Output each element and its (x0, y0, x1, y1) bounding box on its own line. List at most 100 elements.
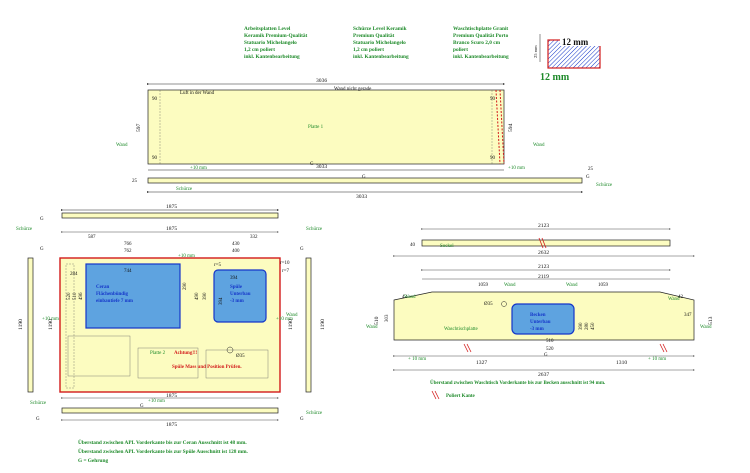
cut-ceran (85, 263, 181, 329)
svg-text:Schürze: Schürze (176, 187, 193, 192)
svg-text:90: 90 (152, 156, 158, 161)
svg-text:+10 mm: +10 mm (42, 317, 59, 322)
svg-text:Wand: Wand (668, 297, 680, 302)
svg-text:inkl. Kantenbearbeitung: inkl. Kantenbearbeitung (244, 54, 300, 60)
svg-text:1875: 1875 (166, 204, 177, 210)
slab-splash-2-right (305, 257, 312, 393)
svg-text:1190: 1190 (18, 319, 24, 330)
svg-text:+ 10 mm: + 10 mm (408, 357, 426, 362)
svg-text:520: 520 (67, 292, 72, 300)
svg-text:Schürze: Schürze (30, 401, 47, 406)
svg-text:90: 90 (490, 97, 496, 102)
svg-text:Wand: Wand (700, 325, 712, 330)
svg-text:513: 513 (708, 316, 714, 325)
slab-splash-top (147, 177, 583, 184)
svg-text:Statuario Michelangelo: Statuario Michelangelo (353, 40, 406, 46)
svg-text:Platte 1: Platte 1 (308, 125, 324, 130)
svg-text:766: 766 (124, 242, 132, 247)
svg-text:1327: 1327 (476, 360, 487, 366)
svg-text:G: G (310, 162, 314, 167)
svg-text:520: 520 (546, 347, 554, 352)
svg-text:2123: 2123 (538, 223, 549, 229)
svg-text:Poliert Kante: Poliert Kante (446, 394, 476, 399)
svg-text:25: 25 (132, 179, 138, 184)
drawing-worktop-2: 1875 G Schürze Schürze 1875 587 766 762 … (16, 204, 326, 428)
svg-text:Arbeitsplatten Level: Arbeitsplatten Level (244, 26, 291, 32)
svg-text:1190: 1190 (320, 319, 326, 330)
svg-text:280: 280 (585, 322, 590, 330)
cut-basin (511, 303, 575, 335)
note-splash: Schürze Level Keramik Premium Qualität S… (353, 26, 409, 60)
svg-text:+10 mm: +10 mm (190, 166, 207, 171)
svg-text:12 mm: 12 mm (562, 37, 589, 47)
svg-text:490: 490 (195, 292, 200, 300)
svg-text:G: G (36, 417, 40, 422)
svg-text:-3 mm: -3 mm (530, 327, 545, 332)
svg-text:Branco Scuro 2,0 cm: Branco Scuro 2,0 cm (453, 40, 501, 46)
svg-text:25: 25 (588, 167, 594, 172)
svg-text:25 mm: 25 mm (533, 45, 538, 58)
svg-text:Luft in der Wand: Luft in der Wand (180, 91, 215, 96)
svg-text:G: G (300, 247, 304, 252)
note-worktop: Arbeitsplatten Level Keramik Premium-Qua… (244, 26, 308, 60)
svg-text:1,2 cm poliert: 1,2 cm poliert (244, 47, 275, 53)
svg-text:Statuario Michelangelo: Statuario Michelangelo (244, 40, 297, 46)
svg-text:Spüle Mass und Position Prüfen: Spüle Mass und Position Prüfen. (172, 365, 242, 370)
svg-text:Premium Qualität: Premium Qualität (353, 33, 394, 39)
svg-text:+10 mm: +10 mm (508, 166, 525, 171)
svg-text:G: G (140, 404, 144, 409)
svg-text:394: 394 (230, 276, 238, 281)
svg-text:744: 744 (124, 269, 132, 274)
svg-text:Waschtischplatte Granit: Waschtischplatte Granit (453, 26, 508, 32)
svg-text:Flächenbündig: Flächenbündig (96, 292, 128, 297)
svg-text:Achtung!!!: Achtung!!! (174, 351, 198, 356)
slab-platte-1 (147, 89, 505, 165)
svg-text:430: 430 (232, 242, 240, 247)
note-vanity: Waschtischplatte Granit Premium Qualität… (453, 26, 509, 60)
svg-text:Wand: Wand (116, 143, 128, 148)
svg-text:Wand nicht gerade: Wand nicht gerade (334, 87, 372, 92)
svg-text:Schürze Level Keramik: Schürze Level Keramik (353, 26, 407, 32)
svg-text:G: G (586, 175, 590, 180)
svg-text:510: 510 (546, 339, 554, 344)
svg-text:Schürze: Schürze (306, 411, 323, 416)
svg-text:284: 284 (70, 272, 78, 277)
svg-text:+10 mm: +10 mm (178, 254, 195, 259)
svg-text:510: 510 (73, 292, 78, 300)
svg-text:332: 332 (250, 235, 258, 240)
svg-text:Unterbau: Unterbau (530, 320, 551, 325)
svg-text:Überstand zwischen Waschtisch: Überstand zwischen Waschtisch Vorderkant… (430, 380, 606, 386)
svg-text:303: 303 (385, 314, 390, 322)
svg-text:1875: 1875 (166, 393, 177, 399)
svg-text:Schürze: Schürze (306, 227, 323, 232)
svg-text:Unterbau: Unterbau (230, 292, 251, 297)
svg-text:1059: 1059 (478, 283, 489, 288)
svg-text:3036: 3036 (316, 78, 327, 84)
svg-text:347: 347 (684, 313, 692, 318)
svg-text:Ø35: Ø35 (236, 354, 245, 359)
slab-splash-2-left (27, 257, 34, 393)
svg-text:G = Gehrung: G = Gehrung (78, 458, 108, 464)
svg-text:Überstand zwischen APL Vorderk: Überstand zwischen APL Vorderkante bis z… (78, 439, 247, 446)
svg-text:inkl. Kantenbearbeitung: inkl. Kantenbearbeitung (353, 54, 409, 60)
svg-text:+ 10 mm: + 10 mm (648, 357, 666, 362)
svg-text:90: 90 (152, 97, 158, 102)
svg-text:40: 40 (410, 243, 416, 248)
svg-text:510: 510 (374, 316, 380, 325)
svg-text:G: G (544, 353, 548, 358)
slab-splash-2b (61, 407, 279, 414)
svg-text:450: 450 (591, 322, 596, 330)
svg-text:G: G (40, 217, 44, 222)
svg-text:Schürze: Schürze (596, 183, 613, 188)
svg-text:r=7: r=7 (282, 269, 289, 274)
svg-text:3033: 3033 (356, 194, 367, 200)
svg-text:inkl. Kantenbearbeitung: inkl. Kantenbearbeitung (453, 54, 509, 60)
svg-text:12 mm: 12 mm (540, 72, 570, 83)
footer-notes: Überstand zwischen APL Vorderkante bis z… (78, 439, 249, 464)
svg-text:Überstand zwischen APL Vorderk: Überstand zwischen APL Vorderkante bis z… (78, 448, 249, 455)
slab-sockel (421, 239, 671, 247)
svg-text:1,2 cm poliert: 1,2 cm poliert (353, 47, 384, 53)
thickness-legend: 25 mm 12 mm 12 mm (533, 34, 602, 83)
svg-text:1190: 1190 (288, 319, 294, 330)
svg-text:G: G (300, 417, 304, 422)
